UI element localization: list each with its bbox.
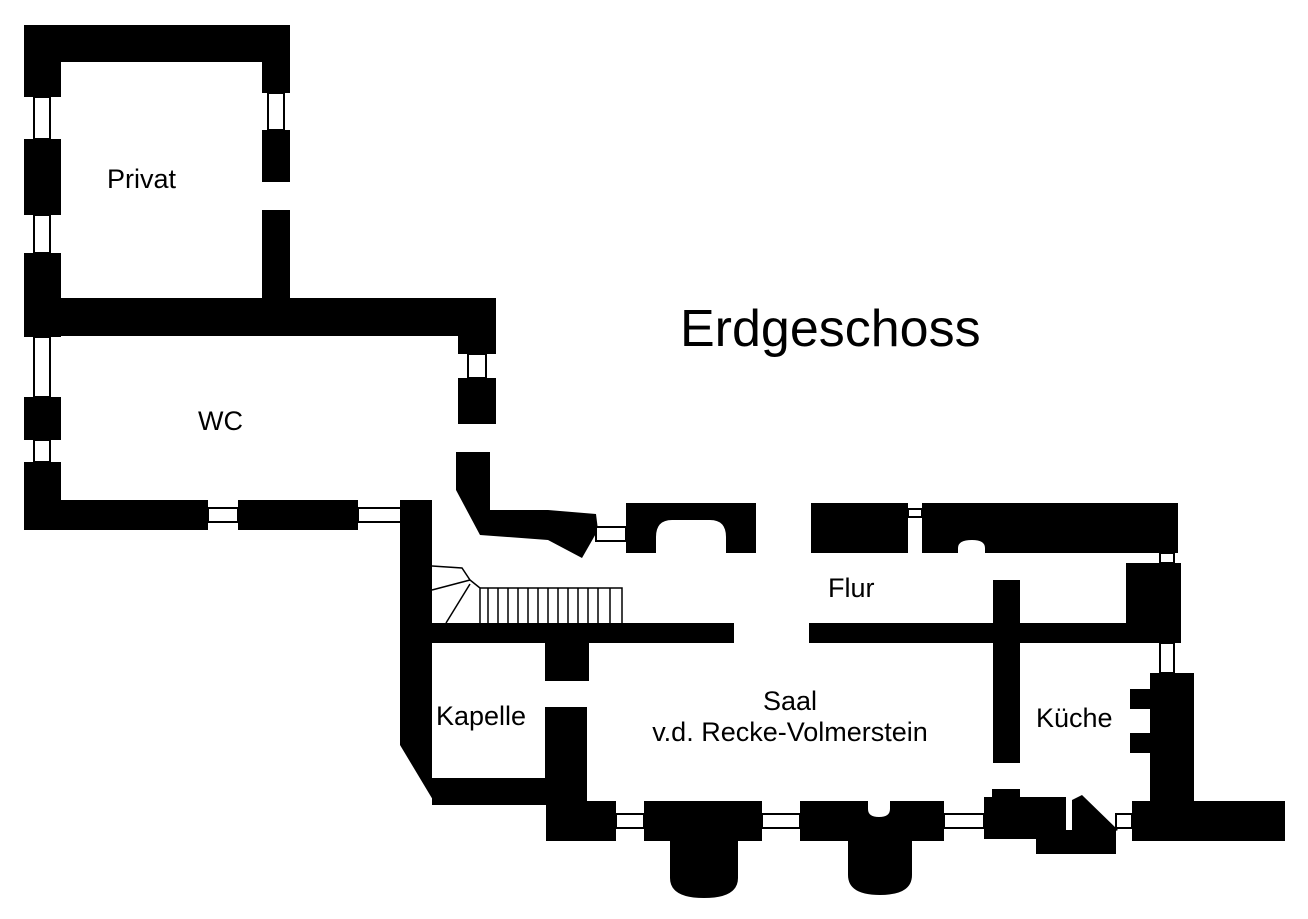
staircase	[431, 565, 623, 624]
room-label-kapelle: Kapelle	[436, 701, 527, 731]
room-label-flur: Flur	[828, 573, 875, 603]
room-label-privat: Privat	[107, 164, 177, 194]
main-walls	[400, 452, 1285, 898]
room-label-wc: WC	[198, 406, 243, 436]
room-label-saal-line1: Saal	[762, 686, 818, 716]
floor-title: Erdgeschoss	[680, 300, 981, 358]
room-label-saal: Saal v.d. Recke-Volmerstein	[600, 686, 980, 748]
room-label-saal-line2: v.d. Recke-Volmerstein	[652, 717, 928, 748]
room-label-kueche: Küche	[1036, 703, 1113, 733]
wing-walls	[24, 25, 496, 530]
